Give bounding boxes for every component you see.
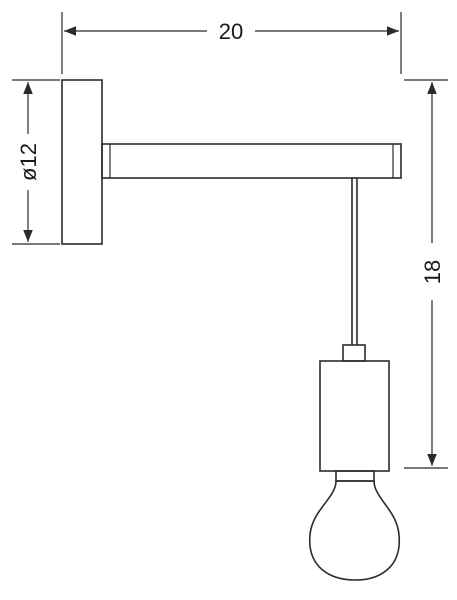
socket-body [319, 360, 390, 472]
diameter-dimension: ø12 [12, 79, 60, 245]
arm-tube [101, 143, 402, 179]
socket-cap [342, 344, 366, 362]
light-bulb [309, 480, 400, 581]
lamp-socket [319, 344, 390, 482]
width-dimension: 20 [61, 12, 402, 74]
height-dimension: 18 [404, 79, 448, 469]
height-label: 18 [420, 260, 445, 284]
horizontal-arm [101, 143, 402, 179]
wall-plate [61, 79, 103, 245]
diameter-label: ø12 [16, 143, 41, 181]
width-label: 20 [219, 19, 243, 44]
pendant-cord [351, 178, 358, 345]
socket-neck [335, 470, 375, 482]
